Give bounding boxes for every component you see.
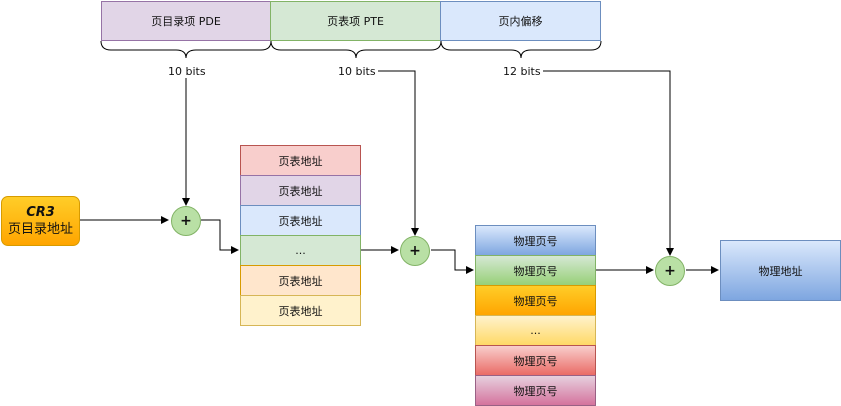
page-table-entry: 页表地址 bbox=[240, 205, 361, 236]
page-table-entry-label: 页表地址 bbox=[278, 154, 323, 168]
page-frame-entry-label: 物理页号 bbox=[513, 264, 558, 278]
brace-pde bbox=[100, 40, 272, 59]
field-offset: 页内偏移 bbox=[440, 1, 601, 41]
field-pte: 页表项 PTE bbox=[270, 1, 441, 41]
page-frame-entry: 物理页号 bbox=[475, 285, 596, 316]
page-table-entry: 页表地址 bbox=[240, 295, 361, 326]
page-frame-entry-label: 物理页号 bbox=[513, 354, 558, 368]
physical-address: 物理地址 bbox=[720, 240, 841, 301]
cr3-title: CR3 bbox=[26, 205, 55, 220]
page-frame-entry-ellipsis: ... bbox=[475, 315, 596, 346]
page-table-entry: 页表地址 bbox=[240, 265, 361, 296]
page-frame-entry: 物理页号 bbox=[475, 255, 596, 286]
cr3-register: CR3 页目录地址 bbox=[1, 196, 80, 246]
adder-1-symbol: + bbox=[180, 213, 192, 229]
page-frame-entry-label: 物理页号 bbox=[513, 384, 558, 398]
page-frame-entry-label: 物理页号 bbox=[513, 234, 558, 248]
bits-label-offset: 12 bits bbox=[501, 65, 543, 78]
page-frame-entry: 物理页号 bbox=[475, 225, 596, 256]
adder-2-symbol: + bbox=[409, 243, 421, 259]
brace-offset bbox=[440, 40, 602, 59]
page-table-entry-label: 页表地址 bbox=[278, 214, 323, 228]
page-frame-entry: 物理页号 bbox=[475, 345, 596, 376]
page-frame-entry-label: 物理页号 bbox=[513, 294, 558, 308]
page-table-entry-label: 页表地址 bbox=[278, 184, 323, 198]
adder-3-symbol: + bbox=[664, 263, 676, 279]
page-table-entry-label: 页表地址 bbox=[278, 274, 323, 288]
cr3-subtitle: 页目录地址 bbox=[7, 222, 73, 237]
page-table-entry-label: ... bbox=[295, 244, 306, 257]
bits-label-pde: 10 bits bbox=[166, 65, 208, 78]
page-frame-entry: 物理页号 bbox=[475, 375, 596, 406]
brace-pte bbox=[270, 40, 442, 59]
field-pde: 页目录项 PDE bbox=[101, 1, 271, 41]
field-pte-label: 页表项 PTE bbox=[327, 15, 384, 28]
page-table-entry: 页表地址 bbox=[240, 175, 361, 206]
page-frame-table: 物理页号 物理页号 物理页号 ... 物理页号 物理页号 bbox=[475, 225, 596, 406]
field-offset-label: 页内偏移 bbox=[498, 15, 543, 28]
adder-2: + bbox=[400, 236, 430, 266]
adder-3: + bbox=[655, 256, 685, 286]
adder-1: + bbox=[171, 206, 201, 236]
field-pde-label: 页目录项 PDE bbox=[151, 15, 221, 28]
page-table-entry: 页表地址 bbox=[240, 145, 361, 176]
page-table-entry-label: 页表地址 bbox=[278, 304, 323, 318]
page-frame-entry-label: ... bbox=[530, 324, 541, 337]
bits-label-pte: 10 bits bbox=[336, 65, 378, 78]
page-table: 页表地址 页表地址 页表地址 ... 页表地址 页表地址 bbox=[240, 145, 361, 326]
physical-address-label: 物理地址 bbox=[758, 264, 803, 278]
page-table-entry-ellipsis: ... bbox=[240, 235, 361, 266]
